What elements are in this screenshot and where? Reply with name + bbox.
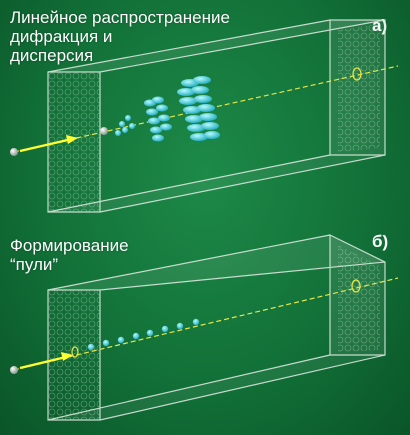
light-bullet [117,336,125,344]
panel-b-source-ball [10,366,18,374]
panel-b-light-bullets [87,318,200,351]
panel-a-arrowhead [66,135,78,144]
light-bullet [87,343,95,351]
panel-b-bottom-face [48,355,385,420]
panel-a-incoming-arrow [19,137,73,153]
panel-a-caption-line-1: Линейное распространение [10,8,230,27]
panel-b-arrowhead [61,352,73,361]
light-bullet [102,339,110,347]
panel-a-source-ball [10,148,18,156]
panel-b-caption: Формирование “пули” [10,236,129,274]
panel-b-exit-grid [338,245,380,352]
panel-a-caption-line-3: дисперсия [10,46,94,65]
panel-a-pulse-medium [144,96,172,142]
panel-b-box [47,234,386,421]
panel-a-box [47,19,386,213]
panel-b-caption-line-1: Формирование [10,236,129,255]
panel-a-caption: Линейное распространение дифракция и дис… [10,8,230,65]
light-bullet [161,325,169,333]
light-bullet [132,332,140,340]
light-bullet [176,322,184,330]
panel-b-entrance-grid [48,290,100,420]
panel-b-entry-spot [71,346,79,358]
panel-a-exit-spot [352,67,362,81]
panel-a-pulse-small [115,115,135,136]
panel-b-top-face [48,235,385,290]
light-bullet [146,329,154,337]
panel-b-letter: б) [372,232,389,251]
panel-a-entry-ball [100,127,108,135]
panel-b-caption-line-2: “пули” [10,255,59,274]
panel-b-exit-spot [351,279,361,293]
panel-a-bottom-face [48,155,385,212]
panel-a-pulse-large [177,76,220,141]
panel-a-caption-line-2: дифракция и [10,27,113,46]
panel-a-exit-grid [338,24,380,152]
panel-a-entrance-grid [48,72,100,212]
panel-a-top-face [48,20,385,72]
light-bullet [192,318,200,326]
panel-b-incoming-arrow [19,355,67,370]
